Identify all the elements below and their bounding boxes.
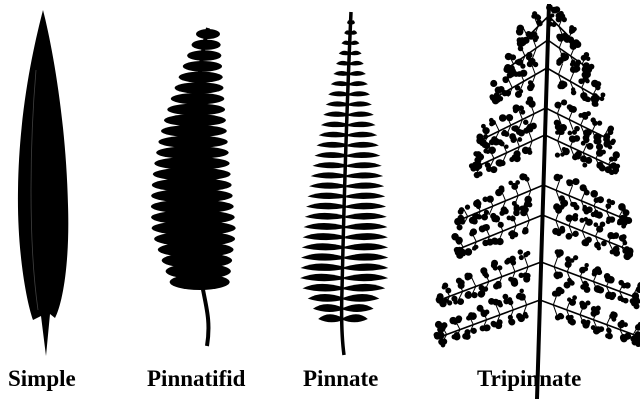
pinnatifid-frond-icon (151, 28, 236, 346)
pinnate-frond-icon (300, 12, 388, 355)
caption-pinnate: Pinnate (303, 366, 378, 392)
simple-frond-icon (18, 10, 68, 356)
tripinnate-frond-icon (434, 4, 640, 399)
caption-pinnatifid: Pinnatifid (147, 366, 245, 392)
caption-simple: Simple (8, 366, 76, 392)
caption-tripinnate: Tripinnate (477, 366, 581, 392)
